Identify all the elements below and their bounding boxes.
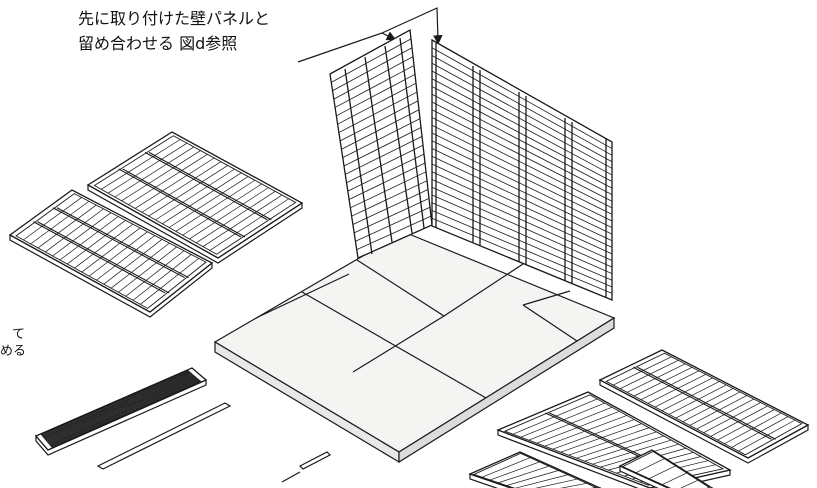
- left-wall-slats: [331, 38, 432, 251]
- callout-top-line-2: 留め合わせる 図d参照: [78, 34, 238, 53]
- wall-panel-left: [329, 28, 433, 259]
- loose-panel-1: [86, 131, 304, 264]
- loose-panel-4: [598, 349, 810, 464]
- right-wall-slats: [431, 47, 613, 294]
- instruction-callout-left: て める: [0, 326, 26, 360]
- floor-right-face: [398, 316, 615, 464]
- loose-panel-3: [34, 367, 208, 456]
- callout-left-line-2: める: [0, 344, 27, 359]
- instruction-callout-top: 先に取り付けた壁パネルと 留め合わせる 図d参照: [78, 6, 270, 56]
- loose-panel-7: [618, 449, 714, 488]
- callout-left-line-1: て: [12, 327, 26, 342]
- floor-base: [213, 231, 616, 464]
- loose-strips: [96, 402, 332, 483]
- loose-panels: [8, 131, 810, 488]
- wall-panel-right: [431, 38, 613, 301]
- callout-leader-lines: [297, 7, 443, 63]
- loose-panel-2: [8, 189, 214, 318]
- callout-top-line-1: 先に取り付けた壁パネルと: [78, 9, 271, 28]
- floor-seams: [255, 259, 578, 399]
